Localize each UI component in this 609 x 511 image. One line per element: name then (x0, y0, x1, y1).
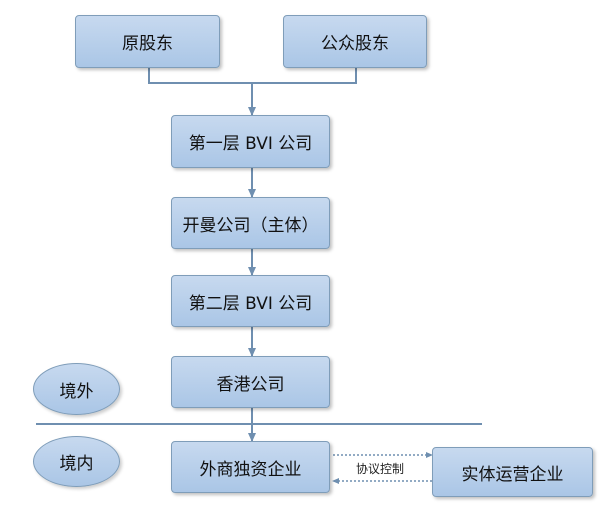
node-hongkong-company: 香港公司 (171, 356, 330, 408)
node-public-shareholders: 公众股东 (283, 15, 427, 68)
region-offshore-label: 境外 (33, 363, 120, 415)
node-operating-entity: 实体运营企业 (432, 447, 593, 497)
node-label: 原股东 (122, 34, 173, 54)
node-original-shareholders: 原股东 (75, 15, 220, 68)
region-onshore-label: 境内 (33, 436, 120, 487)
node-label: 实体运营企业 (461, 464, 564, 485)
node-wfoe: 外商独资企业 (171, 441, 330, 493)
shareholders-merge-line (148, 68, 357, 84)
node-bvi-layer1: 第一层 BVI 公司 (171, 115, 330, 168)
node-label: 外商独资企业 (199, 459, 302, 480)
node-label: 第二层 BVI 公司 (188, 293, 313, 314)
node-bvi-layer2: 第二层 BVI 公司 (171, 275, 330, 327)
node-label: 香港公司 (216, 374, 285, 395)
node-label: 第一层 BVI 公司 (188, 134, 313, 154)
region-label: 境外 (59, 381, 94, 402)
node-kaiman-company: 开曼公司（主体） (171, 197, 330, 249)
vie-connector-label: 协议控制 (356, 462, 405, 476)
region-label: 境内 (59, 454, 94, 474)
node-label: 公众股东 (321, 34, 389, 54)
node-label: 开曼公司（主体） (182, 215, 319, 236)
